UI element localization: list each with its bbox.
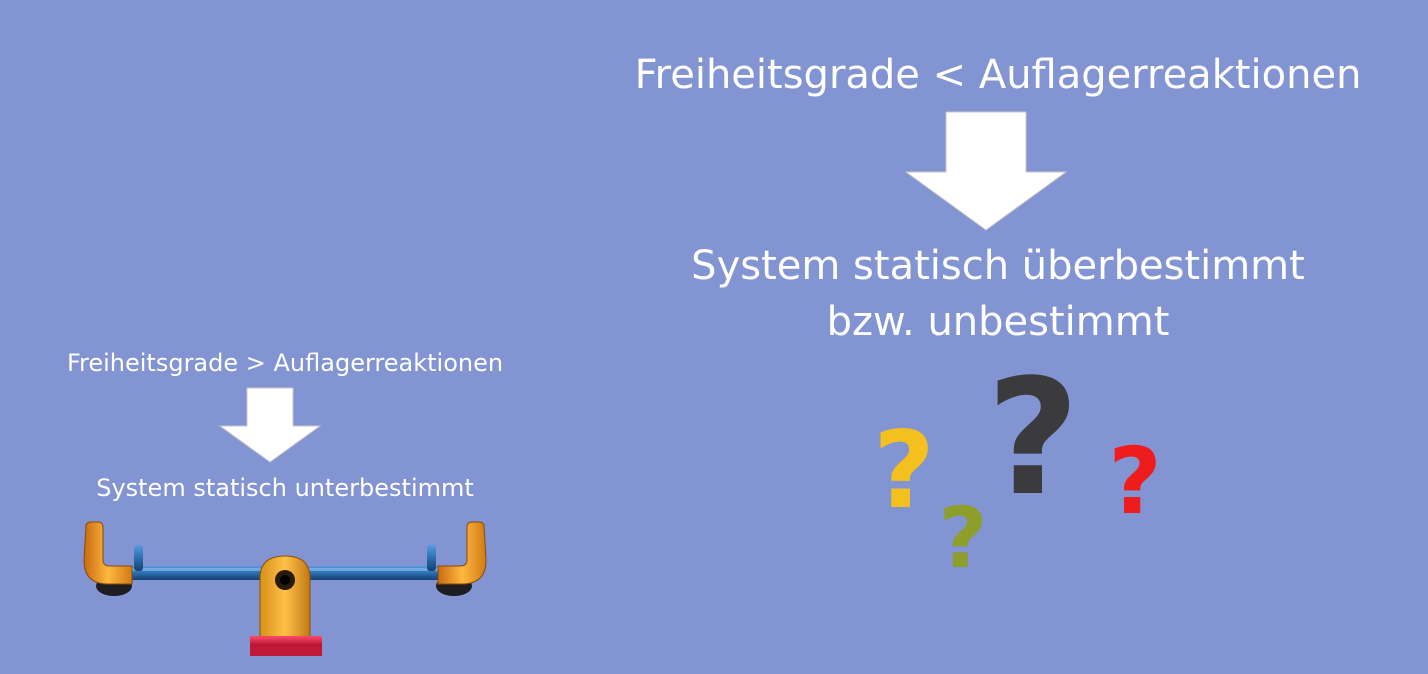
question-marks-icon: ? ? ? ? (873, 344, 1161, 587)
question-mark-red: ? (1108, 428, 1161, 535)
result-line-2: bzw. unbestimmt (826, 299, 1170, 345)
question-mark-yellow: ? (873, 409, 935, 532)
seesaw-icon (83, 521, 487, 656)
condition-overdetermined: Freiheitsgrade < Auflagerreaktionen (634, 52, 1362, 98)
down-arrow-icon (904, 111, 1068, 231)
result-underdetermined: System statisch unterbestimmt (96, 474, 474, 502)
question-mark-olive: ? (939, 489, 988, 587)
result-line-1: System statisch überbestimmt (691, 243, 1305, 289)
question-mark-dark: ? (987, 344, 1080, 531)
result-overdetermined: System statisch überbestimmt bzw. unbest… (600, 238, 1396, 350)
condition-underdetermined: Freiheitsgrade > Auflagerreaktionen (66, 349, 504, 377)
down-arrow-icon (218, 387, 322, 463)
